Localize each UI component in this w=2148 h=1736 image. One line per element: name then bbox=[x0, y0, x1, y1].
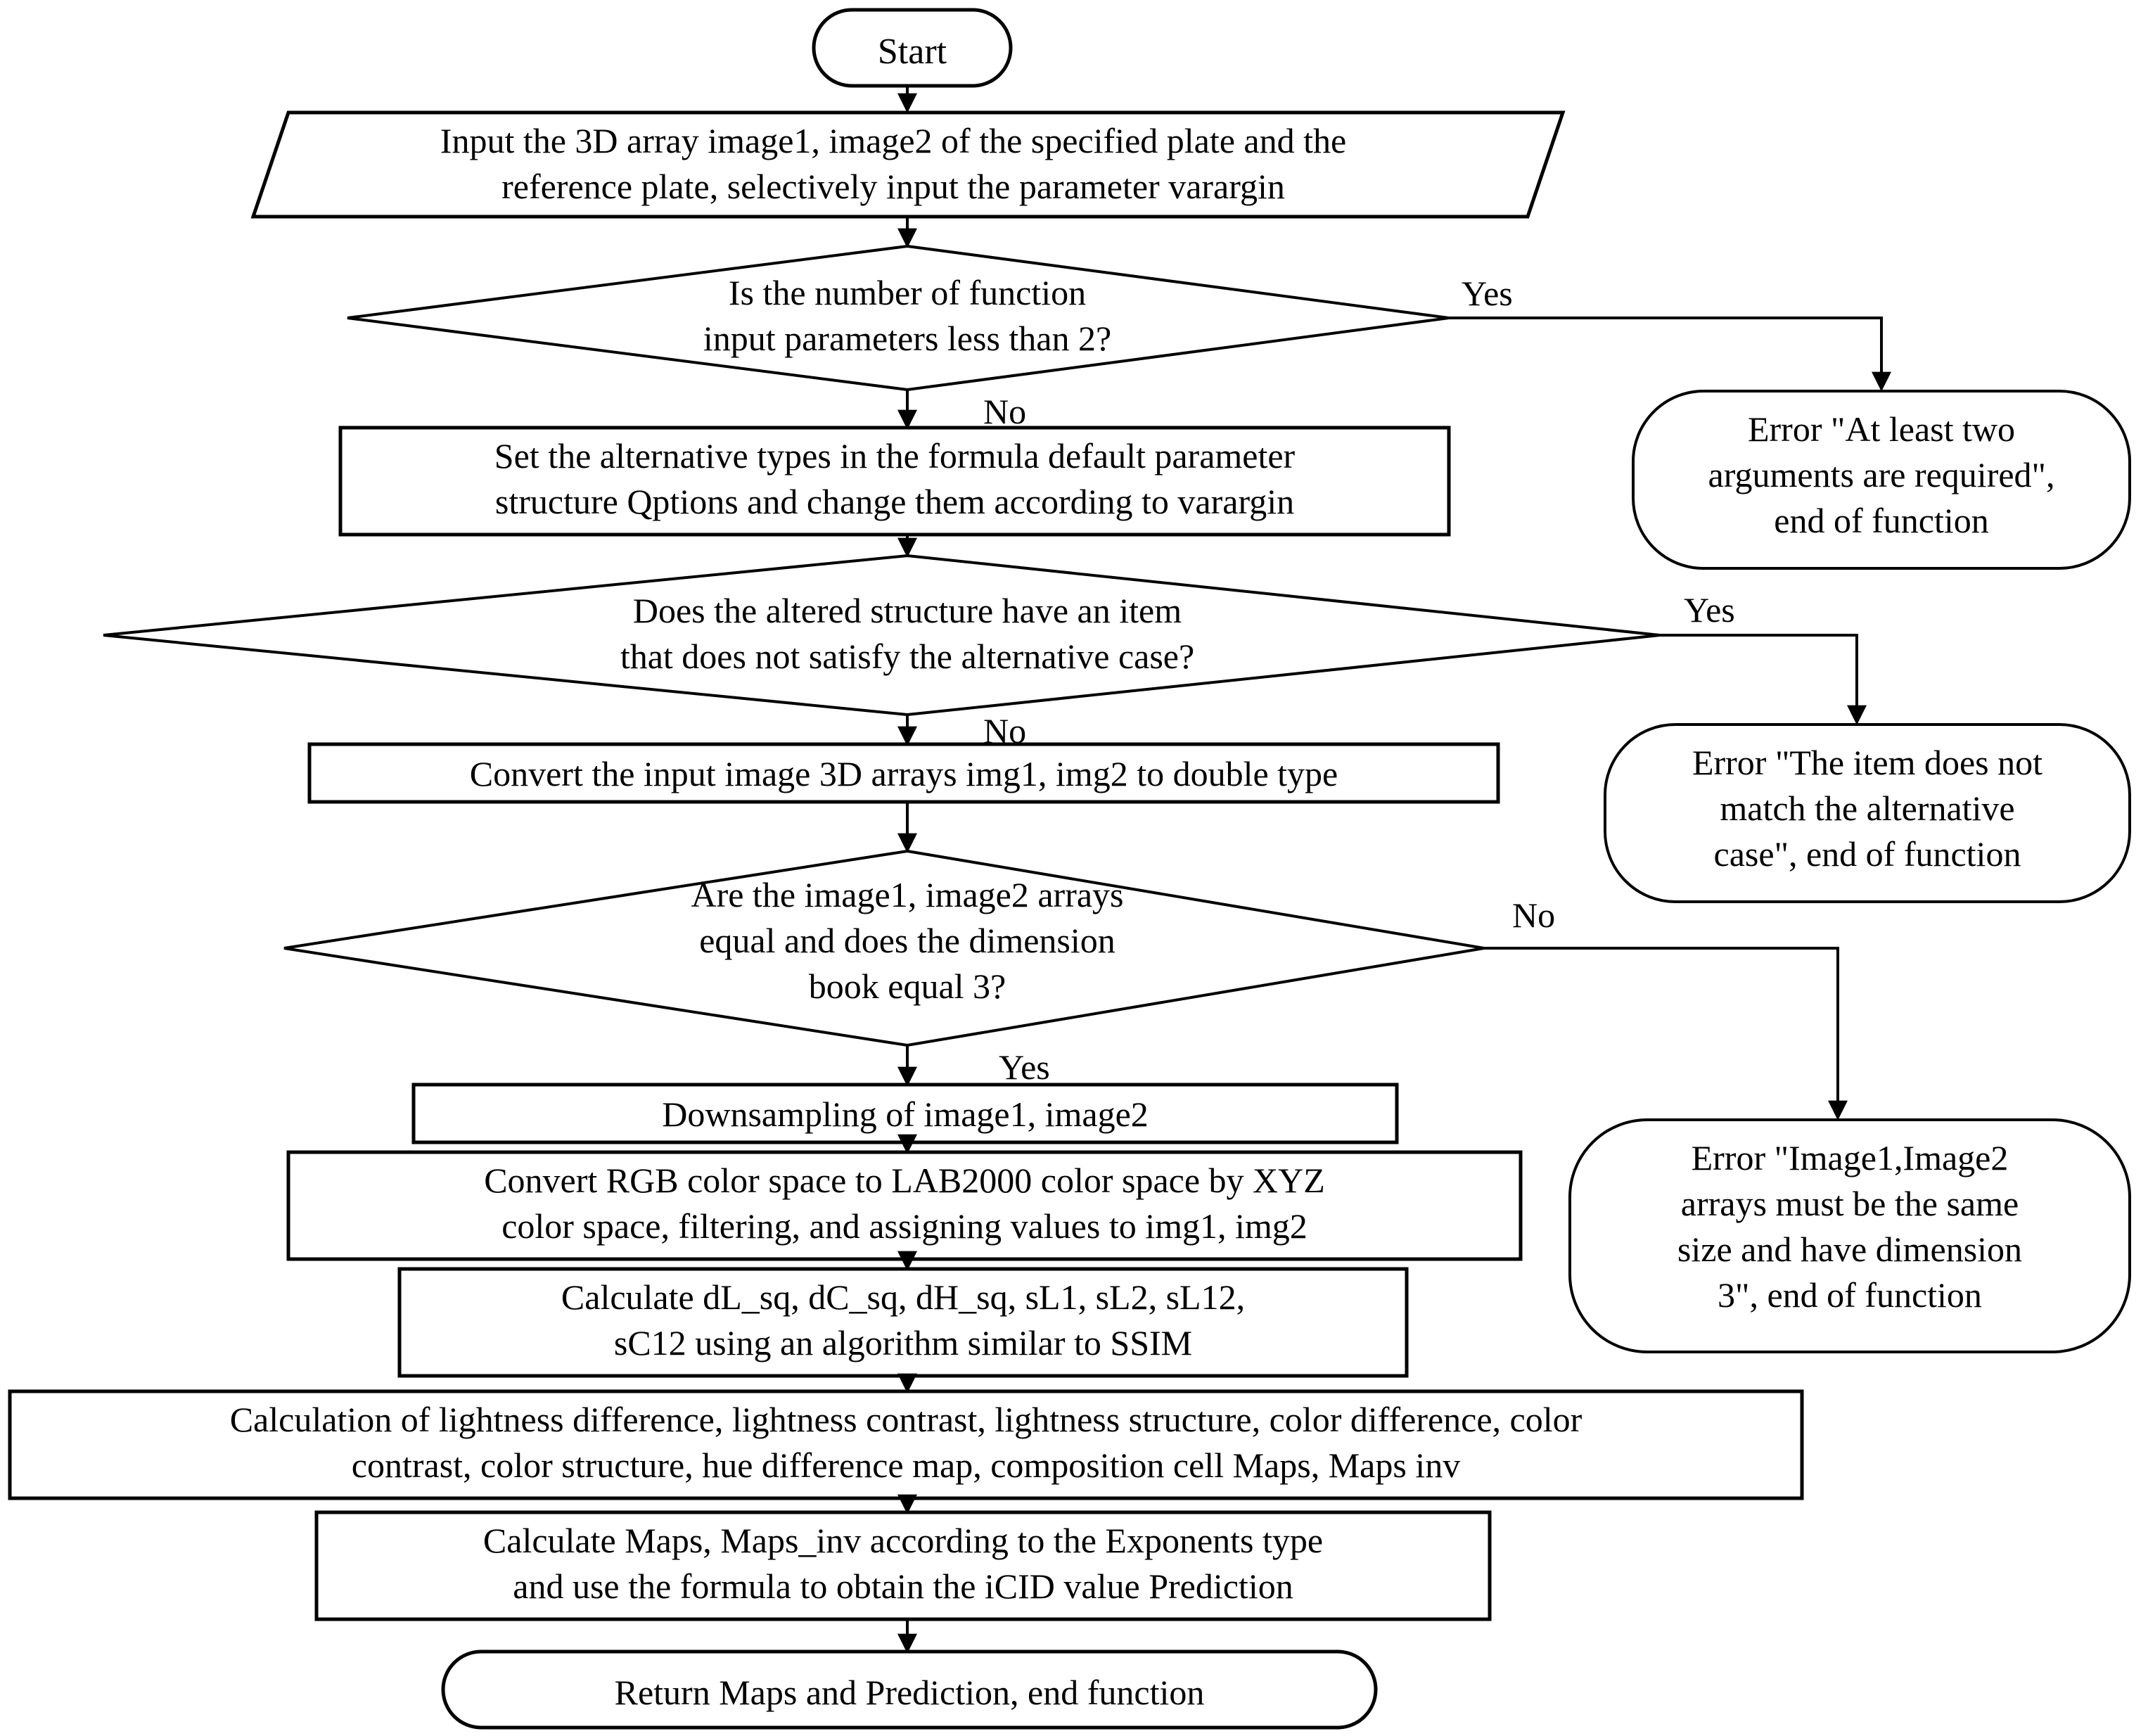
edge-label-arrays-equal-no: No bbox=[1512, 895, 1556, 935]
shape-error-two-arguments[interactable] bbox=[1632, 390, 2131, 570]
shape-calculate-ssim-terms[interactable] bbox=[397, 1267, 1409, 1378]
shape-error-size-dimension[interactable] bbox=[1568, 1118, 2131, 1353]
edge-label-alternative-case-no: No bbox=[983, 711, 1027, 751]
edge-decision2-yes-to-error2 bbox=[1660, 634, 1867, 725]
shape-convert-double[interactable] bbox=[307, 742, 1500, 804]
shape-return-end[interactable] bbox=[441, 1649, 1378, 1730]
shape-set-alternative-types[interactable] bbox=[338, 426, 1451, 537]
edge-decision1-yes-to-error1 bbox=[1449, 317, 1891, 392]
shape-decision-alternative-case[interactable] bbox=[103, 554, 1661, 717]
shape-start[interactable] bbox=[812, 8, 1013, 88]
shape-error-item-mismatch[interactable] bbox=[1604, 723, 2131, 903]
shape-downsampling[interactable] bbox=[411, 1083, 1399, 1144]
shape-decision-arrays-equal[interactable] bbox=[283, 849, 1485, 1047]
edge-decision3-no-to-error3 bbox=[1484, 947, 1848, 1121]
edge-label-alternative-case-yes: Yes bbox=[1684, 590, 1735, 630]
edge-label-param-count-no: No bbox=[983, 392, 1027, 431]
edge-label-param-count-yes: Yes bbox=[1462, 274, 1513, 313]
shape-convert-colorspace[interactable] bbox=[286, 1150, 1523, 1261]
edge-label-arrays-equal-yes: Yes bbox=[999, 1047, 1050, 1087]
shape-input-arrays[interactable] bbox=[250, 110, 1566, 219]
shape-calculate-maps[interactable] bbox=[314, 1510, 1492, 1621]
shape-calculation-of-lightness[interactable] bbox=[8, 1389, 1804, 1500]
shape-decision-param-count[interactable] bbox=[347, 244, 1450, 392]
